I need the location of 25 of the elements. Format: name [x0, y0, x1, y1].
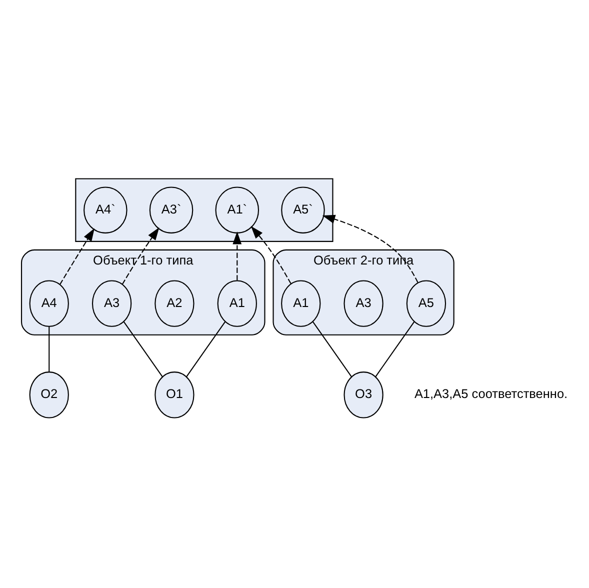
node-ellipse: A1: [281, 280, 321, 327]
node-ellipse: O2: [29, 372, 69, 418]
node-ellipse: O1: [154, 372, 194, 418]
node-ellipse: A5: [406, 280, 446, 327]
arrow: [122, 227, 160, 285]
node-ellipse: A2: [154, 280, 194, 327]
label: А1,А3,А5 соответственно.: [414, 386, 568, 402]
node-circle: A4`: [84, 186, 128, 234]
arrow: [60, 228, 95, 285]
node-circle: A5`: [281, 186, 325, 234]
connector: [312, 321, 352, 377]
node-ellipse: A1: [217, 280, 257, 327]
arrow: [232, 231, 242, 280]
node-ellipse: O3: [344, 372, 384, 418]
connector: [123, 321, 163, 377]
node-ellipse: A4: [29, 280, 69, 327]
node-circle: A3`: [149, 186, 194, 234]
node-ellipse: A3: [344, 280, 384, 327]
arrow: [250, 226, 292, 284]
node-circle: A1`: [215, 186, 260, 234]
connector: [375, 321, 415, 377]
node-ellipse: A3: [92, 280, 132, 327]
connector: [186, 321, 226, 377]
connector: [48, 326, 50, 372]
arrow: [322, 214, 418, 283]
